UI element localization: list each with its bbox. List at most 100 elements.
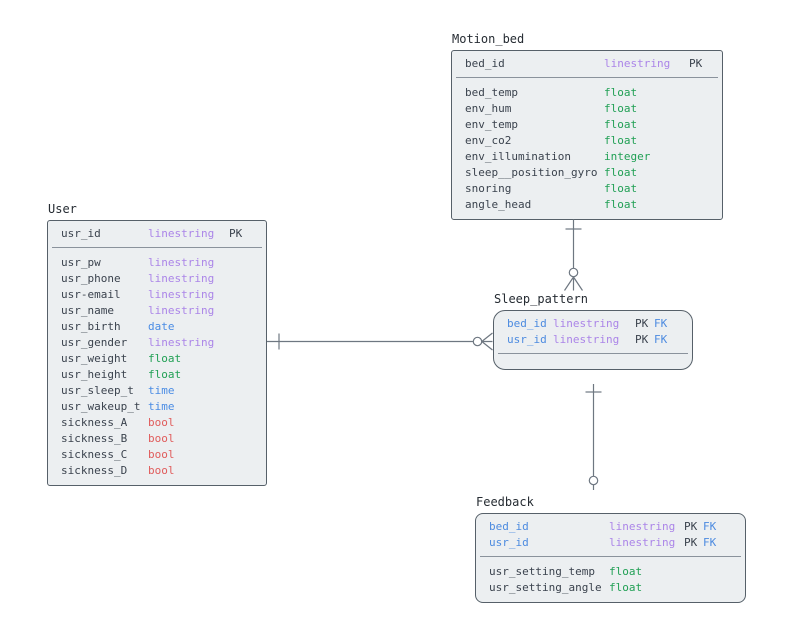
attribute-name: usr_name <box>61 304 114 317</box>
cardinality-zero-circle <box>568 267 579 278</box>
attribute-type: linestring <box>148 304 215 317</box>
attribute-name: usr_wakeup_t <box>61 400 141 413</box>
attribute-type: linestring <box>148 272 215 285</box>
edge-motionbed-sleeppattern <box>564 219 583 291</box>
attribute-type: float <box>609 581 643 594</box>
pk-badge: PK <box>635 333 649 346</box>
entity-box: bed_id linestring PK FK usr_id linestrin… <box>493 310 693 370</box>
attribute-type: float <box>604 134 638 147</box>
attribute-row: env_illumination integer <box>452 149 722 165</box>
pk-badge: PK <box>635 317 649 330</box>
attribute-row: sickness_A bool <box>48 415 266 431</box>
attribute-name: bed_temp <box>465 86 518 99</box>
attribute-name: bed_id <box>489 520 529 533</box>
attribute-name: env_temp <box>465 118 518 131</box>
attribute-name: usr_phone <box>61 272 121 285</box>
attribute-type: float <box>604 182 638 195</box>
attribute-name: usr_sleep_t <box>61 384 134 397</box>
fk-badge: FK <box>654 333 668 346</box>
attribute-row: sickness_B bool <box>48 431 266 447</box>
pk-badge: PK <box>689 57 703 70</box>
attribute-type: integer <box>604 150 651 163</box>
attribute-row: angle_head float <box>452 197 722 213</box>
attribute-name: usr_height <box>61 368 128 381</box>
attribute-type: date <box>148 320 175 333</box>
entity-divider <box>498 353 688 354</box>
crow-foot-icon <box>481 332 493 351</box>
attribute-type: float <box>604 102 638 115</box>
key-rows: bed_id linestring PK FK usr_id linestrin… <box>476 514 745 556</box>
attribute-name: angle_head <box>465 198 532 211</box>
attribute-row: usr_sleep_t time <box>48 383 266 399</box>
attribute-type: linestring <box>148 256 215 269</box>
attribute-row: usr_name linestring <box>48 303 266 319</box>
attribute-type: linestring <box>553 317 620 330</box>
entity-divider <box>456 77 718 78</box>
attribute-name: sickness_C <box>61 448 128 461</box>
attribute-row: usr_birth date <box>48 319 266 335</box>
fk-badge: FK <box>703 536 717 549</box>
attribute-name: sickness_A <box>61 416 128 429</box>
key-row: bed_id linestring PK FK <box>476 519 745 535</box>
pk-badge: PK <box>229 227 243 240</box>
attribute-type: linestring <box>553 333 620 346</box>
entity-sleep-pattern: Sleep_pattern bed_id linestring PK FK us… <box>493 292 693 370</box>
edge-user-sleeppattern <box>267 332 493 351</box>
attribute-type: linestring <box>148 288 215 301</box>
attribute-type: bool <box>148 416 175 429</box>
attribute-type: float <box>604 198 638 211</box>
entity-title: Feedback <box>476 495 534 509</box>
attribute-type: bool <box>148 432 175 445</box>
attribute-type: linestring <box>609 536 676 549</box>
attribute-name: bed_id <box>465 57 505 70</box>
key-row: usr_id linestring PK FK <box>494 332 692 348</box>
attribute-row: usr_phone linestring <box>48 271 266 287</box>
attribute-name: env_hum <box>465 102 512 115</box>
attribute-name: usr_id <box>61 227 101 240</box>
attribute-type: float <box>604 166 638 179</box>
entity-title: User <box>48 202 77 216</box>
attribute-type: float <box>604 86 638 99</box>
attribute-name: usr_birth <box>61 320 121 333</box>
attribute-name: usr_setting_angle <box>489 581 602 594</box>
attribute-type: time <box>148 384 175 397</box>
key-rows: bed_id linestring PK FK usr_id linestrin… <box>494 311 692 353</box>
key-rows: bed_id linestring PK <box>452 51 722 77</box>
attribute-rows <box>494 354 692 369</box>
entity-divider <box>52 247 262 248</box>
pk-badge: PK <box>684 520 698 533</box>
attribute-row: sickness_C bool <box>48 447 266 463</box>
entity-divider <box>480 556 741 557</box>
attribute-name: env_illumination <box>465 150 571 163</box>
attribute-row: usr_setting_angle float <box>476 580 745 596</box>
fk-badge: FK <box>654 317 668 330</box>
attribute-type: bool <box>148 448 175 461</box>
key-row: bed_id linestring PK <box>452 56 722 72</box>
attribute-type: linestring <box>148 227 215 240</box>
attribute-name: env_co2 <box>465 134 512 147</box>
cardinality-zero-circle <box>588 475 599 486</box>
attribute-name: usr-email <box>61 288 121 301</box>
attribute-name: sickness_B <box>61 432 128 445</box>
attribute-row: env_hum float <box>452 101 722 117</box>
fk-badge: FK <box>703 520 717 533</box>
attribute-row: usr_height float <box>48 367 266 383</box>
attribute-row: bed_temp float <box>452 85 722 101</box>
attribute-type: linestring <box>609 520 676 533</box>
attribute-name: usr_gender <box>61 336 128 349</box>
entity-title: Sleep_pattern <box>494 292 588 306</box>
key-rows: usr_id linestring PK <box>48 221 266 247</box>
entity-title: Motion_bed <box>452 32 525 46</box>
edge-sleeppattern-feedback <box>585 384 602 490</box>
attribute-type: float <box>148 368 182 381</box>
